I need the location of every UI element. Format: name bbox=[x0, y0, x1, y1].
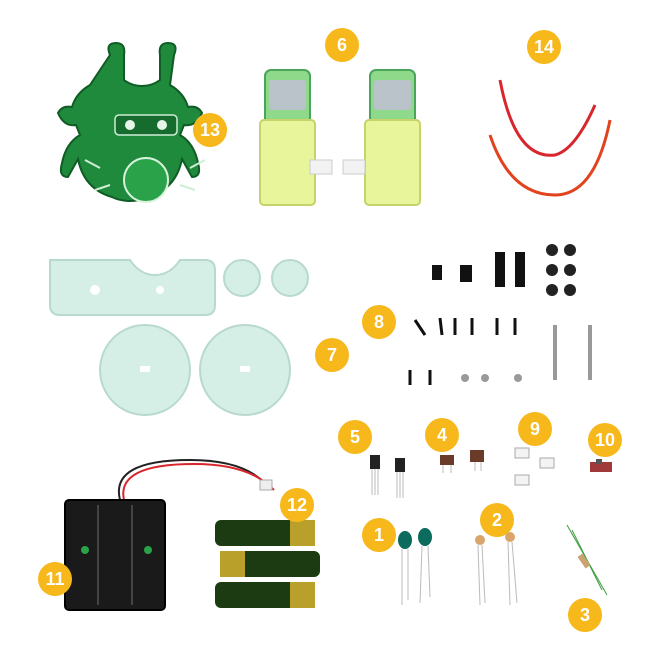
transistors bbox=[370, 455, 405, 498]
battery-holder bbox=[64, 458, 275, 611]
pcb-bug-board bbox=[56, 41, 206, 203]
gear-motors bbox=[259, 69, 421, 206]
slide-switch bbox=[590, 459, 612, 472]
badge-5: 5 bbox=[338, 420, 372, 454]
photoresistors bbox=[475, 532, 518, 606]
jst-connectors bbox=[514, 447, 555, 486]
badge-14: 14 bbox=[527, 30, 561, 64]
red-wires bbox=[488, 79, 612, 197]
badge-4: 4 bbox=[425, 418, 459, 452]
badge-7: 7 bbox=[315, 338, 349, 372]
badge-1: 1 bbox=[362, 518, 396, 552]
badge-6: 6 bbox=[325, 28, 359, 62]
badge-12: 12 bbox=[280, 488, 314, 522]
badge-10: 10 bbox=[588, 423, 622, 457]
green-leds bbox=[398, 528, 432, 605]
badge-9: 9 bbox=[518, 412, 552, 446]
badge-2: 2 bbox=[480, 503, 514, 537]
screws-and-standoffs bbox=[408, 244, 592, 385]
badge-13: 13 bbox=[193, 113, 227, 147]
aa-batteries bbox=[215, 520, 320, 608]
badge-8: 8 bbox=[362, 305, 396, 339]
badge-11: 11 bbox=[38, 562, 72, 596]
resistors bbox=[566, 524, 608, 596]
acrylic-chassis-plates bbox=[49, 259, 309, 416]
potentiometers bbox=[440, 450, 484, 473]
badge-3: 3 bbox=[568, 598, 602, 632]
